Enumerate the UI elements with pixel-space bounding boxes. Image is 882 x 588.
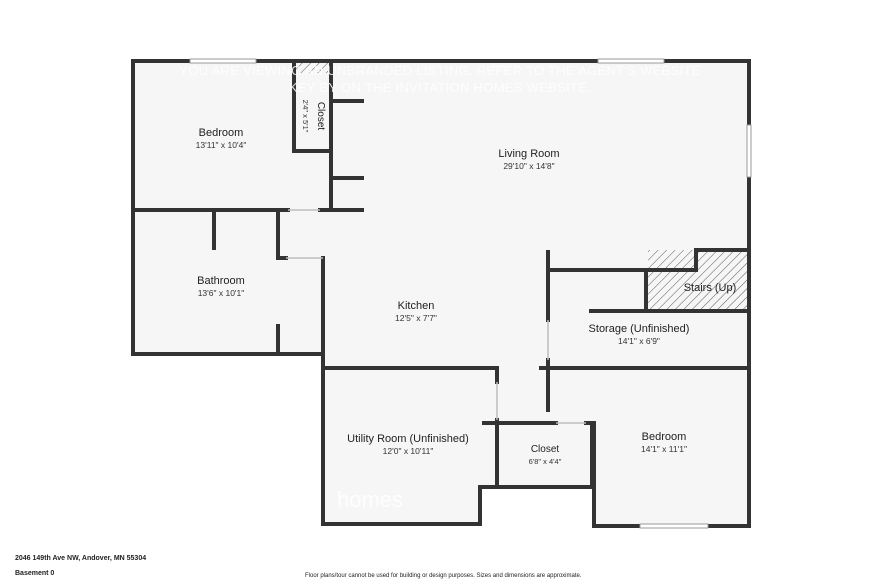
- floor-area: [133, 61, 749, 526]
- window: [189, 58, 257, 64]
- room-label-stairs: Stairs (Up): [684, 282, 737, 294]
- room-dims-bathroom: 13'6" x 10'1": [198, 288, 245, 298]
- watermark-line-1: YOU ARE VIEWING AN UNBRANDED LISTING. RE…: [179, 63, 700, 78]
- room-label-bedroom-2: Bedroom: [642, 431, 687, 443]
- room-dims-kitchen: 12'5" x 7'7": [395, 313, 437, 323]
- room-label-closet-2: Closet: [531, 444, 560, 455]
- room-label-bathroom: Bathroom: [197, 275, 245, 287]
- room-label-utility: Utility Room (Unfinished): [347, 433, 469, 445]
- room-label-kitchen: Kitchen: [398, 300, 435, 312]
- window: [639, 523, 709, 529]
- doorway-markers: [286, 209, 586, 424]
- disclaimer: Floor plans/tour cannot be used for buil…: [305, 573, 582, 579]
- room-dims-closet-2: 6'8" x 4'4": [529, 457, 562, 466]
- room-label-living-room: Living Room: [498, 148, 559, 160]
- window: [597, 58, 665, 64]
- room-label-closet-1: Closet: [315, 102, 326, 131]
- watermark-line-2: KEY BY ON THE INVITATION HOMES WEBSITE.: [289, 80, 591, 95]
- room-dims-storage: 14'1" x 6'9": [618, 336, 660, 346]
- room-dims-living-room: 29'10" x 14'8": [503, 161, 554, 171]
- room-dims-bedroom-1: 13'11" x 10'4": [196, 140, 247, 150]
- room-label-storage: Storage (Unfinished): [589, 323, 690, 335]
- windows: [189, 58, 752, 529]
- room-dims-utility: 12'0" x 10'11": [383, 446, 434, 456]
- room-dims-bedroom-2: 14'1" x 11'1": [641, 444, 687, 454]
- window: [746, 124, 752, 178]
- floor-level: Basement 0: [15, 570, 55, 577]
- property-address: 2046 149th Ave NW, Andover, MN 55304: [15, 555, 147, 562]
- room-dims-closet-1: 2'4" x 5'1": [301, 100, 310, 133]
- closet-hatch: [296, 63, 328, 73]
- room-label-bedroom-1: Bedroom: [199, 127, 244, 139]
- watermark-logo: homes: [337, 487, 403, 512]
